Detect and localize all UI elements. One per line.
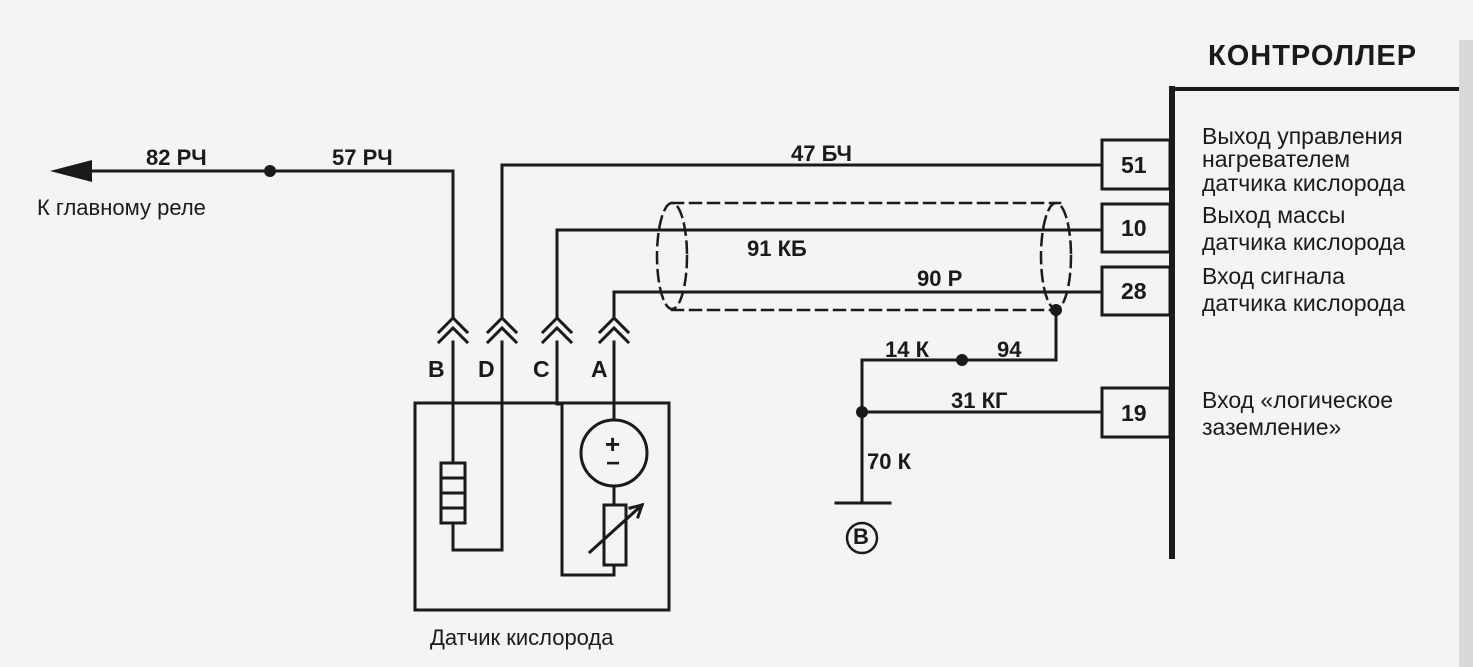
wire-47: [500, 163, 1104, 320]
wire-label-91: 91 КБ: [747, 236, 807, 261]
wire-90: [612, 290, 1104, 320]
pin-box-51: [1100, 138, 1172, 191]
pin-51-desc-line: нагревателем: [1202, 146, 1351, 172]
wire-label-31: 31 КГ: [951, 388, 1008, 413]
wire-label-90: 90 Р: [917, 266, 963, 291]
pin-10-description: Выход массы датчика кислорода: [1202, 202, 1405, 255]
wire-label-57: 57 РЧ: [332, 145, 393, 170]
junction-dot: [1050, 304, 1062, 316]
arrow-to-relay-icon: [50, 160, 92, 182]
pin-10-desc-line: Выход массы: [1202, 202, 1346, 228]
pin-number-10: 10: [1121, 215, 1147, 241]
connector-label-b: B: [428, 356, 445, 382]
connector-b-chevron-icon: [436, 315, 470, 406]
junction-dot: [856, 406, 868, 418]
pin-box-19: [1100, 386, 1172, 439]
wire-label-47: 47 БЧ: [791, 141, 853, 166]
pin-28-desc-line: Вход сигнала: [1202, 263, 1345, 289]
pin-19-description: Вход «логическое заземление»: [1202, 387, 1393, 440]
connector-label-a: A: [591, 356, 608, 382]
pin-number-28: 28: [1121, 278, 1147, 304]
pin-box-10: [1100, 202, 1172, 254]
ground-marker-icon: [845, 521, 879, 555]
pin-51-desc-line: Выход управления: [1202, 123, 1403, 149]
junction-dot: [956, 354, 968, 366]
wire-label-70: 70 К: [867, 449, 912, 474]
pin-28-desc-line: датчика кислорода: [1202, 290, 1405, 316]
wire-label-94: 94: [997, 337, 1022, 362]
sensor-label: Датчик кислорода: [430, 625, 614, 650]
sensor-minus-sign: −: [606, 450, 621, 477]
connector-c-chevron-icon: [540, 315, 574, 406]
pin-28-description: Вход сигнала датчика кислорода: [1202, 263, 1405, 316]
pin-box-28: [1100, 265, 1172, 317]
pin-number-51: 51: [1121, 152, 1147, 178]
wire-91: [555, 228, 1104, 320]
oxygen-sensor-box: [413, 401, 671, 612]
wire-label-82: 82 РЧ: [146, 145, 207, 170]
page-edge-shadow: [1459, 40, 1473, 667]
cable-shield: [655, 201, 1073, 312]
pin-51-description: Выход управления нагревателем датчика ки…: [1202, 123, 1405, 196]
connector-label-c: C: [533, 356, 550, 382]
pin-51-desc-line: датчика кислорода: [1202, 170, 1405, 196]
wire-label-14: 14 К: [885, 337, 930, 362]
sensor-plus-sign: +: [605, 429, 621, 459]
connector-label-d: D: [478, 356, 495, 382]
pin-19-desc-line: заземление»: [1202, 414, 1342, 440]
pin-number-19: 19: [1121, 400, 1147, 426]
pin-10-desc-line: датчика кислорода: [1202, 229, 1405, 255]
junction-dot: [264, 165, 276, 177]
relay-label: К главному реле: [37, 195, 206, 220]
connector-d-chevron-icon: [485, 315, 519, 406]
ground-marker-label: B: [853, 524, 869, 549]
connector-a-chevron-icon: [597, 315, 631, 422]
pin-19-desc-line: Вход «логическое: [1202, 387, 1394, 413]
controller-title: КОНТРОЛЛЕР: [1208, 40, 1418, 72]
